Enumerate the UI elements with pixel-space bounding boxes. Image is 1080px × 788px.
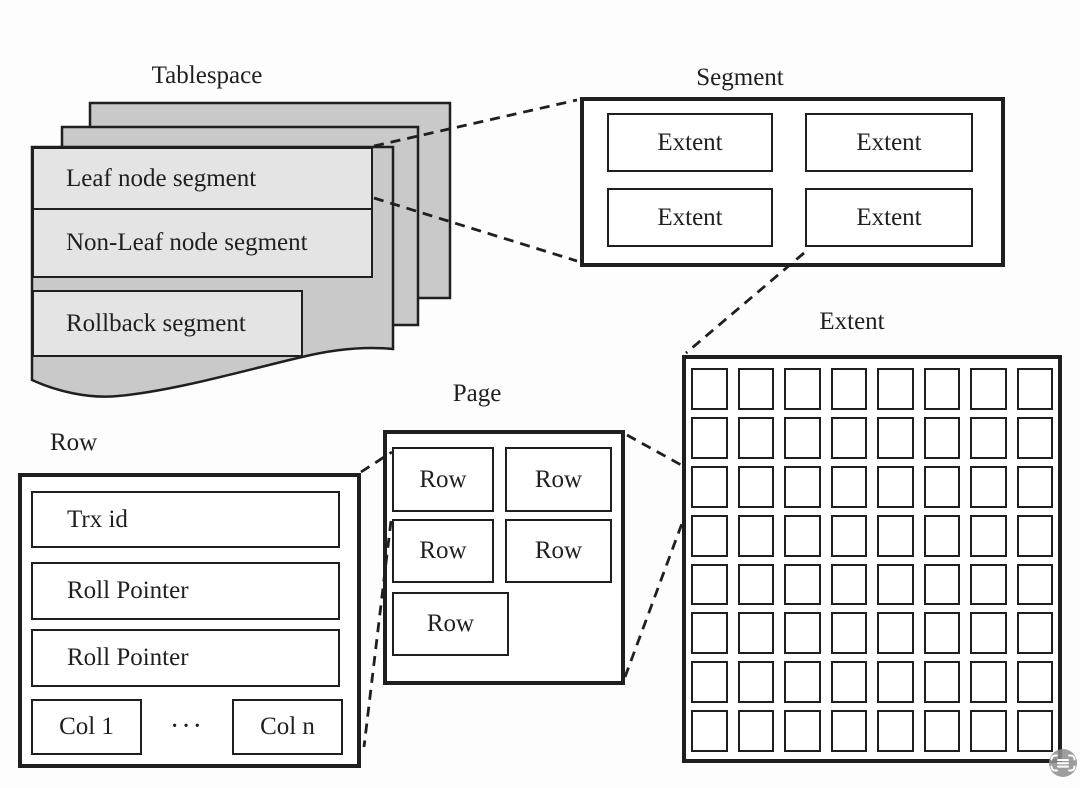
segment-extent-2: Extent — [805, 113, 973, 172]
page-cell — [737, 514, 774, 557]
page-cell — [784, 465, 821, 508]
page-cell — [923, 368, 960, 410]
page-cell — [784, 710, 821, 752]
row-field-roll-pointer-2: Roll Pointer — [31, 629, 340, 687]
page-cell — [784, 416, 821, 459]
page-cell — [923, 416, 960, 459]
page-cell — [1016, 514, 1053, 557]
page-cell — [737, 710, 774, 752]
page-cell — [691, 661, 728, 704]
page-row-1: Row — [392, 447, 494, 512]
page-cell — [923, 465, 960, 508]
page-cell — [877, 563, 914, 606]
connector-segment-extent — [685, 251, 805, 355]
page-cell — [691, 416, 728, 459]
leaf-node-segment-card: Leaf node segment — [32, 147, 373, 211]
page-cell — [737, 612, 774, 655]
page-cell — [970, 563, 1007, 606]
scan-text-icon — [1050, 754, 1076, 772]
page-cell — [737, 563, 774, 606]
extent-title: Extent — [819, 308, 885, 335]
segment-extent-4: Extent — [805, 188, 973, 247]
page-cell — [830, 612, 867, 655]
row-field-roll-pointer-1: Roll Pointer — [31, 562, 340, 620]
page-cell — [784, 514, 821, 557]
page-title: Page — [452, 380, 502, 407]
page-cell — [877, 514, 914, 557]
page-cell — [737, 416, 774, 459]
page-cell — [923, 514, 960, 557]
page-cell — [691, 514, 728, 557]
page-row-4: Row — [505, 519, 612, 583]
page-cell — [1016, 612, 1053, 655]
watermark-badge[interactable] — [1049, 749, 1077, 777]
page-cell — [877, 661, 914, 704]
page-cell — [737, 465, 774, 508]
page-cell — [970, 612, 1007, 655]
page-cell — [970, 368, 1007, 410]
page-cell — [784, 661, 821, 704]
page-cell — [691, 563, 728, 606]
row-col-last: Col n — [232, 699, 343, 755]
connector-tablespace-segment-bottom — [373, 196, 578, 263]
page-cell — [923, 661, 960, 704]
page-cell — [877, 710, 914, 752]
page-cell — [691, 368, 728, 410]
page-cell — [970, 661, 1007, 704]
page-cell — [830, 514, 867, 557]
page-cell — [877, 416, 914, 459]
tablespace-title: Tablespace — [151, 62, 263, 89]
page-cell — [691, 710, 728, 752]
row-box: Trx id Roll Pointer Roll Pointer Col 1 ·… — [18, 473, 361, 768]
page-cell — [830, 465, 867, 508]
page-cell — [1016, 416, 1053, 459]
row-col-ellipsis: ··· — [170, 711, 204, 742]
segment-title: Segment — [696, 64, 784, 91]
page-cell — [970, 514, 1007, 557]
page-cell — [877, 612, 914, 655]
page-cell — [970, 416, 1007, 459]
page-cell — [691, 465, 728, 508]
page-cell — [1016, 368, 1053, 410]
page-cell — [830, 710, 867, 752]
page-cell — [784, 563, 821, 606]
page-cell — [877, 368, 914, 410]
connector-tablespace-segment-top — [373, 98, 578, 148]
page-row-3: Row — [392, 519, 494, 583]
page-cell — [737, 661, 774, 704]
page-cell — [923, 710, 960, 752]
page-cell — [691, 612, 728, 655]
page-box: Row Row Row Row Row — [383, 430, 625, 685]
page-row-2: Row — [505, 447, 612, 512]
rollback-segment-card: Rollback segment — [32, 290, 303, 357]
page-cell — [877, 465, 914, 508]
page-cell — [1016, 710, 1053, 752]
segment-extent-1: Extent — [607, 113, 773, 172]
connector-extent-page-top — [626, 433, 684, 468]
row-col-first: Col 1 — [31, 699, 142, 755]
extent-grid — [686, 359, 1058, 759]
segment-extent-3: Extent — [607, 188, 773, 247]
page-cell — [970, 465, 1007, 508]
page-cell — [970, 710, 1007, 752]
page-cell — [737, 368, 774, 410]
page-cell — [1016, 661, 1053, 704]
page-row-5: Row — [392, 592, 509, 656]
page-cell — [830, 661, 867, 704]
extent-box — [682, 355, 1062, 763]
page-cell — [1016, 465, 1053, 508]
page-cell — [1016, 563, 1053, 606]
row-field-trx-id: Trx id — [31, 491, 340, 548]
page-cell — [830, 563, 867, 606]
segment-box: Extent Extent Extent Extent — [580, 97, 1005, 267]
page-cell — [923, 612, 960, 655]
connector-extent-page-bottom — [623, 517, 686, 678]
page-cell — [784, 612, 821, 655]
page-cell — [830, 416, 867, 459]
page-cell — [923, 563, 960, 606]
non-leaf-node-segment-card: Non-Leaf node segment — [32, 208, 373, 278]
page-cell — [784, 368, 821, 410]
page-cell — [830, 368, 867, 410]
row-title: Row — [50, 429, 98, 456]
